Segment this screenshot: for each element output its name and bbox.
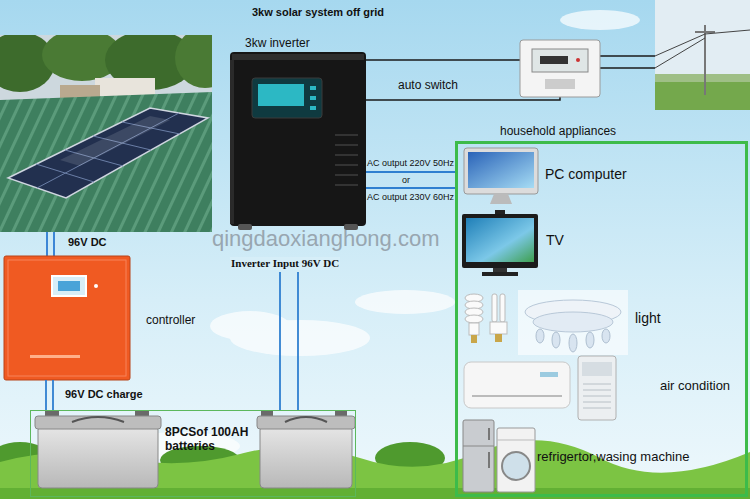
text-holder: TV [546, 232, 564, 249]
text-holder: AC output 230V 60Hz [367, 192, 454, 203]
text-holder: Inverter Input 96V DC [230, 257, 340, 270]
air-conditioner [464, 356, 616, 420]
appliance-label: light [635, 310, 661, 327]
voltage-label: 96V DC [68, 236, 107, 249]
text-holder: 96V DC charge [65, 388, 143, 401]
charge-controller [4, 256, 130, 380]
panel-heading: household appliances [500, 124, 616, 138]
chandelier [518, 290, 628, 355]
battery-bank: 8PCSof 100AH batteries [30, 410, 356, 497]
unit-label: controller [146, 313, 195, 327]
cable-pair [366, 172, 455, 188]
text-holder: controller [146, 313, 195, 327]
text-holder: air condition [660, 378, 730, 394]
watermark: qingdaoxianghong.com [212, 226, 440, 252]
text-holder: light [635, 310, 661, 327]
cable-pair [46, 380, 53, 410]
pc-monitor [464, 148, 538, 204]
edge-label: 96V DC charge [65, 388, 143, 401]
grid-wire [366, 56, 655, 100]
text-holder: refrigertor,wasing machine [537, 449, 689, 465]
cable-pair [280, 272, 298, 410]
power-line-photo [655, 0, 750, 110]
inverter-cabinet [230, 52, 366, 230]
tv-set [462, 210, 538, 276]
switch-label: auto switch [398, 78, 458, 92]
appliance-label: refrigertor,wasing machine [537, 449, 689, 465]
text-holder: qingdaoxianghong.com [212, 226, 440, 252]
output-label: AC output 220V 50Hz [367, 158, 454, 169]
battery-label: 8PCSof 100AH batteries [165, 425, 255, 454]
text-holder: PC computer [545, 166, 627, 183]
appliance-item: TV [460, 210, 610, 285]
input-label: Inverter Input 96V DC [230, 257, 340, 270]
appliance-item: refrigertor,wasing machine [462, 418, 745, 494]
text-holder: 96V DC [68, 236, 107, 249]
unit-heading: 3kw inverter [245, 36, 310, 50]
solar-roof-photo [0, 35, 212, 232]
appliance-item: light [462, 288, 702, 354]
diagram-title: 3kw solar system off grid [252, 6, 384, 19]
text-holder: 3kw inverter [245, 36, 310, 50]
fridge-washer [463, 420, 535, 492]
text-holder: or [402, 175, 410, 186]
appliance-item: air condition [462, 353, 745, 421]
appliance-label: TV [546, 232, 564, 249]
electric-meter [520, 40, 600, 97]
text-holder: household appliances [500, 124, 616, 138]
controller-unit: controller [4, 256, 204, 380]
battery [35, 411, 355, 488]
text-holder: 8PCSof 100AH batteries [165, 425, 255, 454]
light-bulbs [465, 294, 507, 343]
pv-cable [47, 232, 54, 256]
text-holder: auto switch [398, 78, 458, 92]
text-holder: 3kw solar system off grid [252, 6, 384, 19]
appliance-label: PC computer [545, 166, 627, 183]
appliances-panel: household appliancesPC computerTVlightai… [455, 141, 748, 497]
output-label: AC output 230V 60Hz [367, 192, 454, 203]
appliance-label: air condition [660, 378, 730, 394]
text-holder: AC output 220V 50Hz [367, 158, 454, 169]
output-label: or [402, 175, 410, 186]
appliance-item: PC computer [460, 146, 660, 208]
